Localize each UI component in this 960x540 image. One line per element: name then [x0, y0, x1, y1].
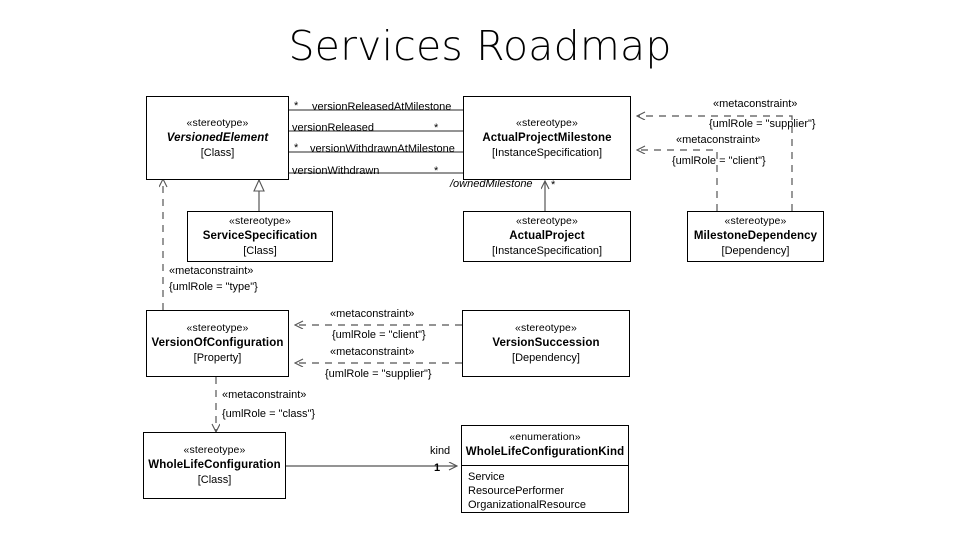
edge-metaconstraint-milestonedep-supplier [637, 116, 793, 211]
enumeration-header: «enumeration» WholeLifeConfigurationKind [462, 426, 628, 466]
node-stereotype: «stereotype» [186, 322, 249, 334]
assoc-label-version-withdrawn-at-milestone: versionWithdrawnAtMilestone [310, 143, 455, 155]
node-metaclass: [Property] [193, 352, 242, 364]
node-stereotype: «stereotype» [186, 116, 249, 129]
page-title: Services Roadmap [288, 22, 672, 70]
metaconstraint-body-succession-client: {umlRole = "client"} [332, 329, 426, 341]
class-node-versioned-element[interactable]: «stereotype» VersionedElement [Class] [146, 96, 289, 180]
class-node-actual-project-milestone[interactable]: «stereotype» ActualProjectMilestone [Ins… [463, 96, 631, 180]
node-stereotype: «stereotype» [515, 322, 577, 334]
node-metaclass: [InstanceSpecification] [491, 245, 603, 257]
class-node-service-specification[interactable]: «stereotype» ServiceSpecification [Class… [187, 211, 333, 262]
class-node-version-of-configuration[interactable]: «stereotype» VersionOfConfiguration [Pro… [146, 310, 289, 377]
node-metaclass: [Class] [197, 474, 232, 486]
node-name: WholeLifeConfiguration [148, 459, 281, 471]
node-metaclass: [Dependency] [512, 352, 580, 364]
node-metaclass: [Class] [243, 245, 277, 257]
metaconstraint-body-milestone-client: {umlRole = "client"} [672, 155, 766, 167]
node-metaclass: [Dependency] [721, 245, 790, 257]
assoc-mult-kind: 1 [434, 462, 441, 474]
assoc-mult-version-released-target: * [434, 122, 439, 134]
metaconstraint-body-milestone-supplier: {umlRole = "supplier"} [709, 118, 816, 130]
assoc-label-version-released: versionReleased [292, 122, 374, 134]
node-name: MilestoneDependency [693, 230, 818, 242]
node-stereotype: «stereotype» [724, 215, 787, 227]
metaconstraint-body-wlc-class: {umlRole = "class"} [222, 408, 316, 420]
metaconstraint-body-succession-supplier: {umlRole = "supplier"} [325, 368, 432, 380]
list-item: OrganizationalResource [468, 499, 587, 511]
assoc-mult-owned-milestone: * [551, 179, 556, 191]
assoc-label-kind: kind [430, 445, 451, 457]
node-name: ActualProject [509, 230, 585, 242]
node-stereotype: «enumeration» [509, 431, 581, 443]
node-name: ActualProjectMilestone [482, 131, 612, 144]
node-metaclass: [Class] [200, 146, 235, 159]
list-item: ResourcePerformer [468, 485, 564, 497]
node-stereotype: «stereotype» [516, 116, 578, 129]
class-node-version-succession[interactable]: «stereotype» VersionSuccession [Dependen… [462, 310, 630, 377]
assoc-label-version-released-at-milestone: versionReleasedAtMilestone [312, 101, 452, 113]
assoc-mult-version-withdrawn-at-milestone-source: * [294, 142, 299, 154]
enumeration-literals: Service ResourcePerformer Organizational… [462, 466, 628, 517]
node-name: VersionSuccession [492, 337, 600, 349]
metaconstraint-stereotype-succession-supplier: «metaconstraint» [330, 346, 415, 358]
metaconstraint-body-voc-type: {umlRole = "type"} [169, 281, 258, 293]
enumeration-node-whole-life-configuration-kind[interactable]: «enumeration» WholeLifeConfigurationKind… [461, 425, 629, 513]
node-stereotype: «stereotype» [183, 444, 246, 456]
metaconstraint-stereotype-voc-type: «metaconstraint» [169, 265, 254, 277]
node-name: VersionedElement [166, 131, 269, 144]
metaconstraint-stereotype-succession-client: «metaconstraint» [330, 308, 415, 320]
class-node-whole-life-configuration[interactable]: «stereotype» WholeLifeConfiguration [Cla… [143, 432, 286, 499]
assoc-mult-version-released-at-milestone-source: * [294, 100, 299, 112]
metaconstraint-stereotype-wlc-class: «metaconstraint» [222, 389, 307, 401]
node-stereotype: «stereotype» [516, 215, 578, 227]
metaconstraint-stereotype-milestone-supplier: «metaconstraint» [713, 98, 798, 110]
node-metaclass: [InstanceSpecification] [491, 146, 603, 159]
node-stereotype: «stereotype» [229, 215, 291, 227]
assoc-label-owned-milestone: /ownedMilestone [450, 178, 533, 190]
list-item: Service [468, 471, 505, 483]
class-node-actual-project[interactable]: «stereotype» ActualProject [InstanceSpec… [463, 211, 631, 262]
class-node-milestone-dependency[interactable]: «stereotype» MilestoneDependency [Depend… [687, 211, 824, 262]
node-name: VersionOfConfiguration [151, 337, 284, 349]
node-name: WholeLifeConfigurationKind [465, 446, 625, 458]
node-name: ServiceSpecification [202, 230, 318, 242]
assoc-label-version-withdrawn: versionWithdrawn [292, 165, 380, 177]
metaconstraint-stereotype-milestone-client: «metaconstraint» [676, 134, 761, 146]
assoc-mult-version-withdrawn-target: * [434, 165, 439, 177]
